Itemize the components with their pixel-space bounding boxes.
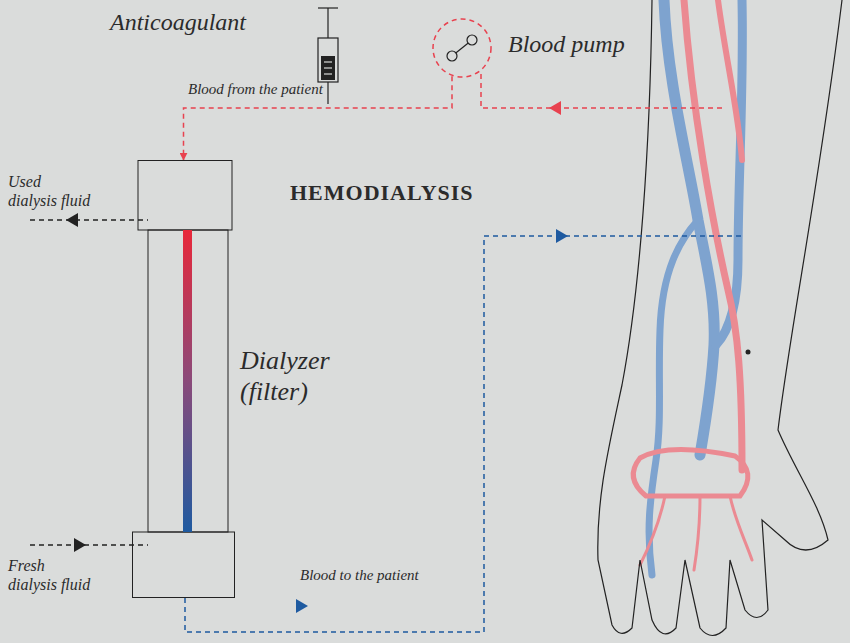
- syringe-part: [327, 8, 328, 38]
- arm-outline: [598, 0, 842, 636]
- syringe-fluid: [321, 56, 335, 80]
- dialyzer-filter: Dialyzer (filter): [132, 160, 235, 598]
- node-label: Dialyzer (filter): [240, 345, 352, 407]
- arm-illustration: [598, 0, 842, 636]
- flow-arrows: [66, 101, 568, 613]
- dialyzer-tube: [148, 230, 228, 532]
- syringe-mark: [324, 67, 332, 68]
- blood-strip: [183, 230, 192, 532]
- node-label: Blood pump: [508, 30, 625, 59]
- pump-circle: Blood pump: [432, 18, 492, 78]
- fluid-label: Used dialysis fluid: [8, 172, 118, 210]
- syringe-needle: [327, 82, 328, 104]
- puncture-dot: [746, 350, 751, 355]
- pump-circle: [433, 19, 491, 77]
- red-artery: [640, 496, 752, 570]
- syringe-barrel: [318, 38, 338, 82]
- blood-line: [184, 76, 453, 160]
- arrowhead: [74, 538, 86, 552]
- pump-circle-outline: [432, 18, 492, 78]
- fluid-line: [30, 219, 148, 221]
- red-tube: [481, 72, 722, 108]
- diagram-title: HEMODIALYSIS: [290, 180, 474, 206]
- syringe-mark: [324, 61, 332, 62]
- dialyzer-cap: [133, 532, 235, 598]
- arrowhead: [296, 599, 308, 613]
- blue-vein: [649, 220, 698, 575]
- tubing: [30, 72, 745, 632]
- pump-roller: [467, 35, 477, 45]
- pump-roller: [447, 51, 457, 61]
- arrowhead: [549, 101, 561, 115]
- arrowhead: [66, 213, 78, 227]
- blue-tube: [185, 236, 745, 632]
- dialyzer-filter-outline: [132, 160, 235, 598]
- red-artery: [684, 0, 742, 470]
- red-artery: [633, 449, 748, 496]
- flow-label: Blood from the patient: [188, 80, 323, 98]
- fluid-label: Fresh dialysis fluid: [8, 556, 118, 594]
- red-artery: [718, 0, 742, 160]
- arrowhead: [556, 229, 568, 243]
- syringe-mark: [324, 73, 332, 74]
- syringe-label: Anticoagulant: [110, 8, 246, 37]
- flow-label: Blood to the patient: [300, 566, 419, 584]
- dialyzer-cap: [138, 161, 232, 231]
- fluid-line: [30, 544, 148, 546]
